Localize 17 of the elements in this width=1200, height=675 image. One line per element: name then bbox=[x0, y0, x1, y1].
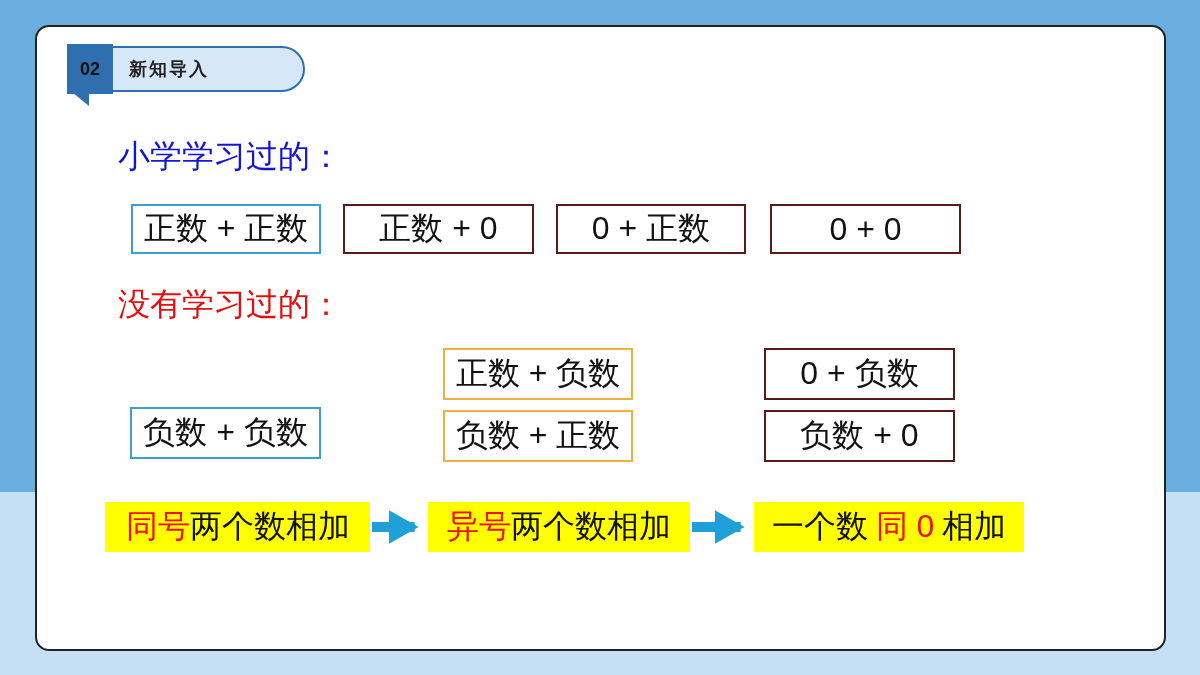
highlight-box: 异号两个数相加 bbox=[428, 502, 690, 552]
expression-box: 0 + 负数 bbox=[764, 348, 955, 400]
section-heading: 小学学习过的： bbox=[118, 137, 342, 176]
arrow bbox=[692, 510, 745, 544]
expression-box: 负数 + 负数 bbox=[130, 407, 321, 459]
highlight-box: 一个数 同 0 相加 bbox=[754, 502, 1024, 552]
expression-box: 0 + 0 bbox=[770, 204, 961, 254]
section-heading: 没有学习过的： bbox=[118, 285, 342, 324]
expression-box: 正数 + 负数 bbox=[443, 348, 633, 400]
highlight-box: 同号两个数相加 bbox=[105, 502, 370, 552]
expression-box: 0 + 正数 bbox=[556, 204, 746, 254]
expression-box: 负数 + 0 bbox=[764, 410, 955, 462]
expression-box: 正数 + 0 bbox=[343, 204, 534, 254]
expression-box: 正数 + 正数 bbox=[131, 204, 321, 254]
expression-box: 负数 + 正数 bbox=[443, 410, 633, 462]
section-number: 02 bbox=[67, 44, 113, 94]
arrow bbox=[372, 510, 419, 544]
